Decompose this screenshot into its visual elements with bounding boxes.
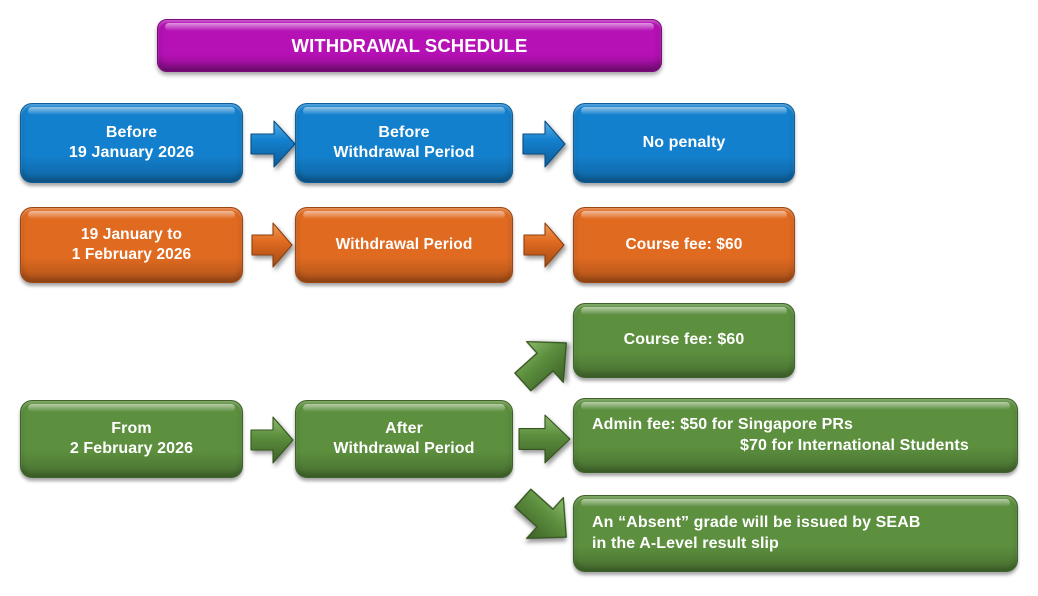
admin-fee-line2: $70 for International Students [740, 436, 969, 454]
row-green-outcome-admin-fee-box: Admin fee: $50 for Singapore PRs $70 for… [573, 398, 1018, 473]
row-orange-outcome-text: Course fee: $60 [625, 236, 743, 254]
arrow-up-right-icon [501, 318, 589, 406]
row-green-period-box: From 2 February 2026 [20, 400, 243, 478]
row-orange-period-text: 19 January to 1 February 2026 [21, 225, 242, 265]
arrow-right-icon [522, 118, 566, 170]
row-blue-stage-line2: Withdrawal Period [333, 144, 475, 161]
row-blue-stage-box: Before Withdrawal Period [295, 103, 513, 183]
row-green-stage-text: After Withdrawal Period [296, 419, 512, 460]
row-orange-period-box: 19 January to 1 February 2026 [20, 207, 243, 283]
row-blue-outcome-box: No penalty [573, 103, 795, 183]
row-green-period-text: From 2 February 2026 [21, 419, 242, 460]
page-title: WITHDRAWAL SCHEDULE [157, 19, 662, 72]
row-green-outcome-absent-grade-box: An “Absent” grade will be issued by SEAB… [573, 495, 1018, 572]
row-blue-period-line2: 19 January 2026 [68, 144, 195, 161]
row-orange-stage-box: Withdrawal Period [295, 207, 513, 283]
absent-grade-line2: in the A-Level result slip [592, 534, 779, 552]
row-blue-stage-text: Before Withdrawal Period [296, 123, 512, 164]
row-green-period-line1: From [111, 419, 152, 437]
admin-fee-line1: Admin fee: $50 for Singapore PRs [592, 416, 854, 434]
row-green-outcome-admin-fee-text: Admin fee: $50 for Singapore PRs $70 for… [592, 415, 1003, 456]
row-green-stage-line1: After [385, 419, 423, 437]
arrow-right-icon [250, 414, 294, 466]
row-orange-period-line1: 19 January to [80, 226, 183, 244]
row-blue-stage-line1: Before [378, 123, 430, 141]
arrow-right-icon [251, 220, 293, 270]
row-blue-period-text: Before 19 January 2026 [21, 123, 242, 164]
arrow-down-right-icon [501, 474, 589, 562]
row-green-outcome-course-fee-box: Course fee: $60 [573, 303, 795, 378]
row-green-stage-line2: Withdrawal Period [333, 440, 475, 457]
row-orange-outcome-box: Course fee: $60 [573, 207, 795, 283]
arrow-right-icon [518, 412, 572, 466]
row-blue-period-box: Before 19 January 2026 [20, 103, 243, 183]
page-title-text: WITHDRAWAL SCHEDULE [291, 34, 528, 56]
row-blue-outcome-text: No penalty [642, 133, 726, 151]
row-green-stage-box: After Withdrawal Period [295, 400, 513, 478]
arrow-right-icon [250, 118, 296, 170]
row-green-outcome-course-fee-text: Course fee: $60 [623, 331, 745, 349]
row-blue-period-line1: Before [105, 123, 158, 141]
arrow-right-icon [523, 220, 565, 270]
row-orange-stage-text: Withdrawal Period [335, 236, 473, 254]
row-green-period-line2: 2 February 2026 [69, 440, 194, 457]
absent-grade-line1: An “Absent” grade will be issued by SEAB [592, 514, 921, 532]
row-orange-period-line2: 1 February 2026 [71, 246, 192, 263]
row-green-outcome-absent-grade-text: An “Absent” grade will be issued by SEAB… [592, 513, 1003, 554]
